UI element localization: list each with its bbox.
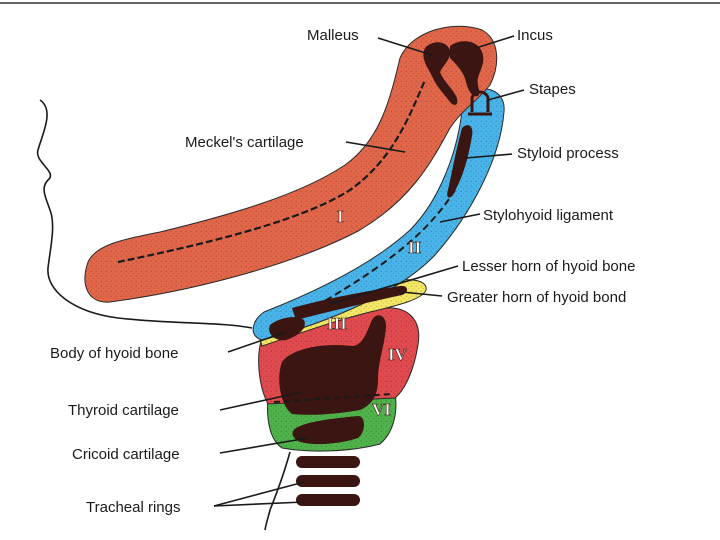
label-stapes: Stapes <box>529 81 576 98</box>
arch-label-i: I <box>337 207 344 226</box>
stapes-bone <box>468 90 492 116</box>
neck-outline <box>264 451 291 531</box>
thyroid-cartilage-shape <box>279 315 386 415</box>
leader-greater-horn <box>401 291 443 297</box>
leader-styloid <box>465 153 513 159</box>
stylohyoid-ligament-line <box>299 189 456 316</box>
leader-tracheal-1 <box>213 481 305 507</box>
label-styloid-process: Styloid process <box>517 145 619 162</box>
incus-bone <box>450 41 484 97</box>
leader-incus <box>475 35 515 49</box>
label-body-of-hyoid: Body of hyoid bone <box>50 345 178 362</box>
label-incus: Incus <box>517 27 553 44</box>
tracheal-ring-2 <box>296 475 360 487</box>
leader-stylohyoid <box>439 213 481 223</box>
styloid-process-bone <box>447 125 473 198</box>
leader-cricoid <box>219 437 309 454</box>
label-lesser-horn: Lesser horn of hyoid bone <box>462 258 635 275</box>
leader-stapes <box>487 89 525 101</box>
label-thyroid-cartilage: Thyroid cartilage <box>68 402 179 419</box>
meckels-cartilage-line <box>117 79 427 264</box>
label-cricoid-cartilage: Cricoid cartilage <box>72 446 180 463</box>
face-profile-outline <box>36 99 253 329</box>
leader-meckels <box>345 141 406 153</box>
cricoid-cartilage-shape <box>292 416 364 445</box>
arch-label-ii: II <box>408 238 422 257</box>
leader-tracheal-2 <box>213 501 305 507</box>
arch-label-iv: IV <box>388 345 408 364</box>
arch-label-iii: III <box>327 314 347 333</box>
tracheal-ring-3 <box>296 494 360 506</box>
label-stylohyoid-ligament: Stylohyoid ligament <box>483 207 614 224</box>
label-meckels-cartilage: Meckel's cartilage <box>185 134 304 151</box>
lesser-horn-hyoid <box>292 285 408 320</box>
arch-label-vi: VI <box>372 400 391 419</box>
leader-lesser-horn <box>329 265 459 305</box>
tracheal-ring-1 <box>296 456 360 468</box>
leader-body-hyoid <box>227 331 287 353</box>
leader-malleus <box>377 37 433 56</box>
leader-thyroid <box>219 391 303 411</box>
label-malleus: Malleus <box>307 27 359 44</box>
label-greater-horn: Greater horn of hyoid bond <box>447 289 626 306</box>
malleus-bone <box>423 42 458 105</box>
label-tracheal-rings: Tracheal rings <box>86 499 180 516</box>
